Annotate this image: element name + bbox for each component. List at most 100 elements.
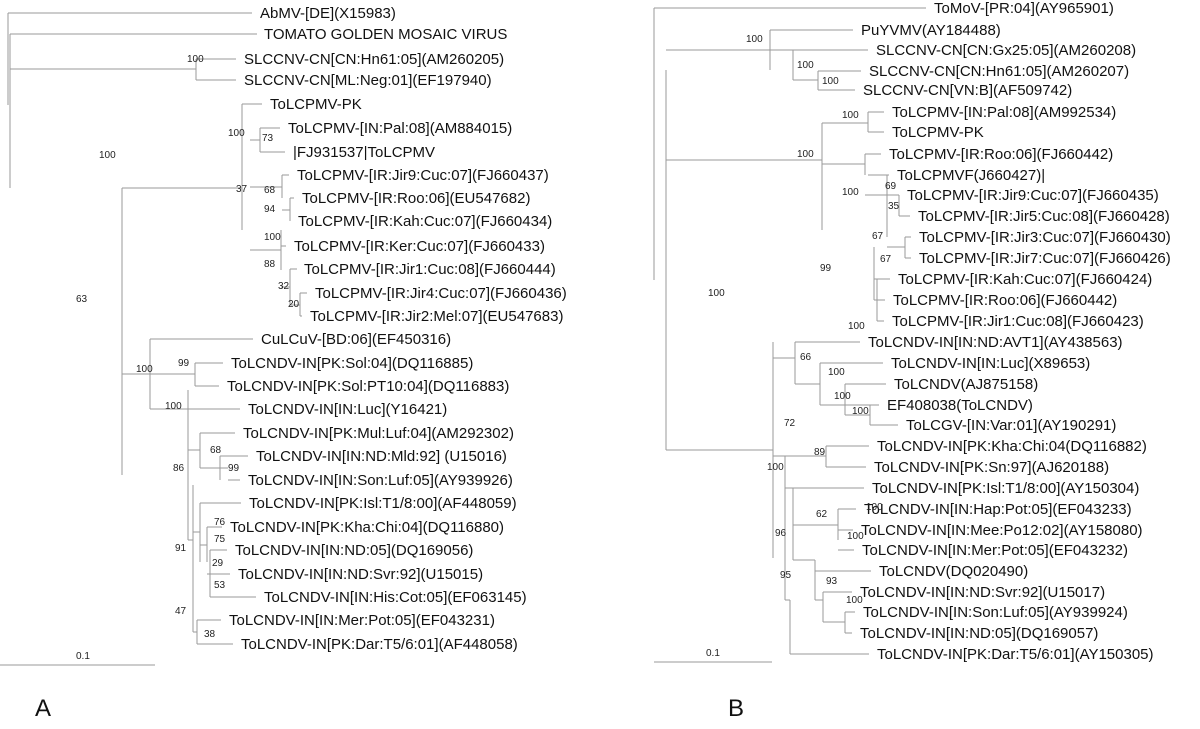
tip-label: ToLCNDV-IN[IN:Mee:Po12:02](AY158080) xyxy=(861,522,1143,539)
tip-label: EF408038(ToLCNDV) xyxy=(887,397,1033,414)
bootstrap-value: 20 xyxy=(288,299,300,310)
bootstrap-value: 100 xyxy=(842,187,859,198)
tip-label: ToLCPMV-[IR:Jir9:Cuc:07](FJ660437) xyxy=(297,167,549,184)
panel-label: A xyxy=(35,695,51,722)
bootstrap-value: 67 xyxy=(872,231,884,242)
bootstrap-value: 100 xyxy=(847,531,864,542)
tip-label: ToLCNDV-IN[IN:ND:05](DQ169056) xyxy=(235,542,473,559)
bootstrap-value: 67 xyxy=(880,254,892,265)
bootstrap-value: 73 xyxy=(262,133,274,144)
tip-label: ToLCNDV-IN[IN:ND:Mld:92] (U15016) xyxy=(256,448,507,465)
bootstrap-value: 38 xyxy=(204,629,216,640)
tip-label: ToLCNDV-IN[PK:Kha:Chi:04](DQ116880) xyxy=(230,519,504,536)
tip-label: AbMV-[DE](X15983) xyxy=(260,5,396,22)
bootstrap-value: 99 xyxy=(228,463,240,474)
tip-label: ToLCNDV-IN[IN:His:Cot:05](EF063145) xyxy=(264,589,527,606)
bootstrap-value: 100 xyxy=(746,34,763,45)
tip-label: ToLCPMV-PK xyxy=(270,96,362,113)
tip-label: ToLCNDV-IN[IN:Luc](Y16421) xyxy=(248,401,447,418)
bootstrap-value: 100 xyxy=(767,462,784,473)
tip-label: ToLCPMVF(J660427)| xyxy=(897,167,1045,184)
bootstrap-value: 100 xyxy=(846,595,863,606)
tip-label: ToLCNDV-IN[IN:Son:Luf:05](AY939926) xyxy=(248,472,513,489)
tip-label: ToLCPMV-[IR:Jir9:Cuc:07](FJ660435) xyxy=(907,187,1159,204)
bootstrap-value: 68 xyxy=(210,445,222,456)
bootstrap-value: 100 xyxy=(99,150,116,161)
tip-label: ToLCPMV-[IN:Pal:08](AM992534) xyxy=(892,104,1116,121)
bootstrap-value: 100 xyxy=(264,232,281,243)
tip-label: ToLCNDV-IN[IN:ND:Svr:92](U15015) xyxy=(238,566,483,583)
tip-label: ToLCPMV-[IR:Roo:06](EU547682) xyxy=(302,190,530,207)
tip-label: ToLCNDV-IN[IN:Luc](X89653) xyxy=(891,355,1090,372)
tip-label: ToLCPMV-[IR:Jir7:Cuc:07](FJ660426) xyxy=(919,250,1171,267)
tip-label: SLCCNV-CN[ML:Neg:01](EF197940) xyxy=(244,72,492,89)
tip-label: ToLCNDV(AJ875158) xyxy=(894,376,1038,393)
tip-label: ToLCPMV-[IR:Kah:Cuc:07](FJ660424) xyxy=(898,271,1152,288)
tip-label: SLCCNV-CN[CN:Hn61:05](AM260207) xyxy=(869,63,1129,80)
bootstrap-value: 68 xyxy=(264,185,276,196)
bootstrap-value: 53 xyxy=(214,580,226,591)
tip-label: ToLCNDV-IN[PK:Sol:PT10:04](DQ116883) xyxy=(227,378,509,395)
bootstrap-value: 94 xyxy=(264,204,276,215)
tip-label: ToLCPMV-[IR:Roo:06](FJ660442) xyxy=(889,146,1113,163)
tip-label: ToLCNDV-IN[IN:Mer:Pot:05](EF043231) xyxy=(229,612,495,629)
tip-label: ToLCPMV-[IR:Jir4:Cuc:07](FJ660436) xyxy=(315,285,567,302)
bootstrap-value: 47 xyxy=(175,606,187,617)
tip-label: ToLCNDV-IN[IN:ND:AVT1](AY438563) xyxy=(868,334,1123,351)
bootstrap-value: 100 xyxy=(708,288,725,299)
bootstrap-value: 69 xyxy=(885,181,897,192)
bootstrap-value: 29 xyxy=(212,558,224,569)
tip-label: ToLCNDV-IN[PK:Isl:T1/8:00](AF448059) xyxy=(249,495,517,512)
tip-label: ToLCNDV-IN[IN:Son:Luf:05](AY939924) xyxy=(863,604,1128,621)
tip-label: SLCCNV-CN[VN:B](AF509742) xyxy=(863,82,1072,99)
bootstrap-value: 100 xyxy=(834,391,851,402)
bootstrap-value: 75 xyxy=(214,534,226,545)
bootstrap-value: 86 xyxy=(173,463,185,474)
bootstrap-value: 99 xyxy=(820,263,832,274)
panel-label: B xyxy=(728,695,744,722)
tip-label: SLCCNV-CN[CN:Hn61:05](AM260205) xyxy=(244,51,504,68)
tip-label: ToLCNDV-IN[IN:Hap:Pot:05](EF043233) xyxy=(864,501,1132,518)
tree-panel-b: ToMoV-[PR:04](AY965901) PuYVMV(AY184488) S… xyxy=(653,0,1171,722)
tip-label: ToLCNDV-IN[IN:ND:05](DQ169057) xyxy=(860,625,1098,642)
tip-label: TOMATO GOLDEN MOSAIC VIRUS xyxy=(264,26,507,43)
tip-label: SLCCNV-CN[CN:Gx25:05](AM260208) xyxy=(876,42,1136,59)
bootstrap-value: 100 xyxy=(797,60,814,71)
bootstrap-value: 96 xyxy=(775,528,787,539)
tip-label: ToLCNDV-IN[PK:Kha:Chi:04(DQ116882) xyxy=(877,438,1147,455)
tip-label: ToLCPMV-[IN:Pal:08](AM884015) xyxy=(288,120,512,137)
tip-label: ToLCNDV-IN[PK:Sol:04](DQ116885) xyxy=(231,355,473,372)
tip-label: ToLCNDV(DQ020490) xyxy=(879,563,1028,580)
bootstrap-value: 93 xyxy=(826,576,838,587)
tip-label: ToLCPMV-[IR:Jir1:Cuc:08](FJ660444) xyxy=(304,261,556,278)
bootstrap-value: 72 xyxy=(784,418,796,429)
bootstrap-value: 88 xyxy=(264,259,276,270)
tip-label: PuYVMV(AY184488) xyxy=(861,22,1001,39)
bootstrap-value: 32 xyxy=(278,281,290,292)
bootstrap-value: 89 xyxy=(814,447,826,458)
bootstrap-value: 63 xyxy=(76,294,88,305)
bootstrap-value: 100 xyxy=(228,128,245,139)
bootstrap-value: 100 xyxy=(842,110,859,121)
bootstrap-value: 35 xyxy=(888,201,900,212)
tip-label: ToLCGV-[IN:Var:01](AY190291) xyxy=(906,417,1116,434)
tip-label: ToLCNDV-IN[PK:Isl:T1/8:00](AY150304) xyxy=(872,480,1139,497)
tip-label: ToLCPMV-[IR:Kah:Cuc:07](FJ660434) xyxy=(298,213,552,230)
bootstrap-value: 100 xyxy=(165,401,182,412)
tip-label: ToMoV-[PR:04](AY965901) xyxy=(934,0,1114,17)
tip-label: ToLCPMV-[IR:Jir2:Mel:07](EU547683) xyxy=(310,308,563,325)
bootstrap-value: 100 xyxy=(848,321,865,332)
tip-label: ToLCPMV-[IR:Ker:Cuc:07](FJ660433) xyxy=(294,238,545,255)
bootstrap-value: 66 xyxy=(800,352,812,363)
bootstrap-value: 100 xyxy=(136,364,153,375)
bootstrap-value: 91 xyxy=(175,543,187,554)
tree-panel-a: AbMV-[DE](X15983) TOMATO GOLDEN MOSAIC VI… xyxy=(0,5,567,722)
bootstrap-value: 100 xyxy=(866,502,883,513)
tip-label: ToLCPMV-[IR:Jir3:Cuc:07](FJ660430) xyxy=(919,229,1171,246)
bootstrap-value: 37 xyxy=(236,184,248,195)
bootstrap-value: 99 xyxy=(178,358,190,369)
tip-label: ToLCNDV-IN[PK:Dar:T5/6:01](AY150305) xyxy=(877,646,1154,663)
bootstrap-value: 100 xyxy=(852,406,869,417)
